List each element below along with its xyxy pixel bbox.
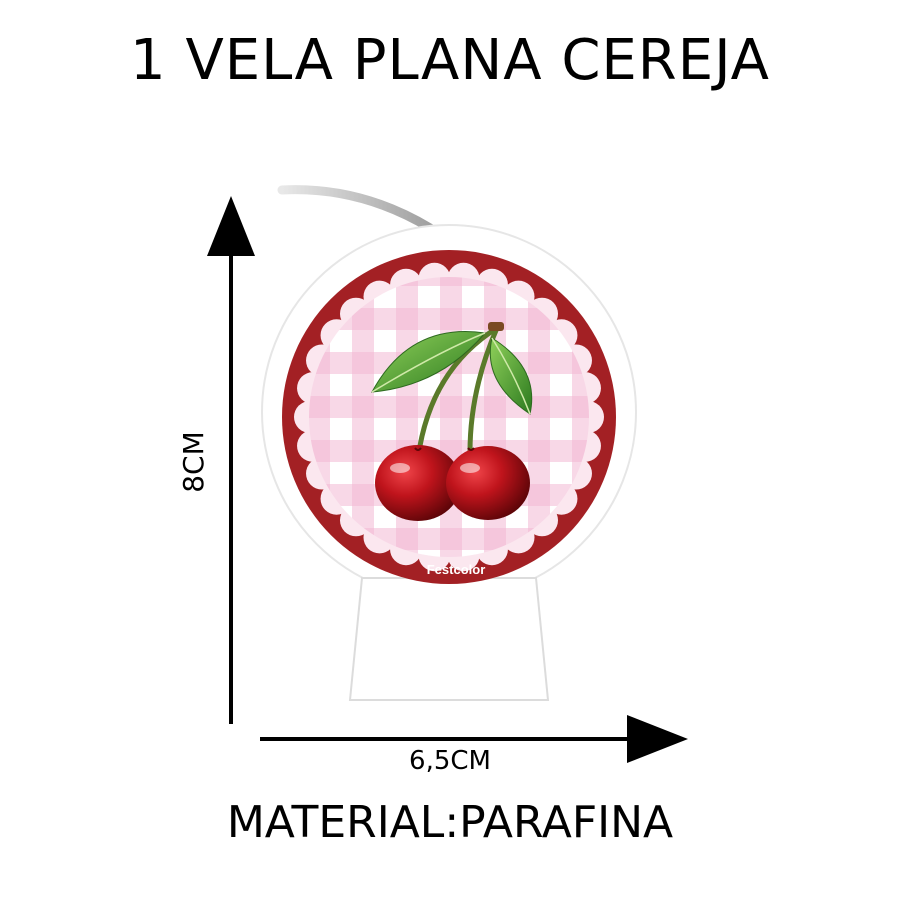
width-arrow bbox=[260, 715, 688, 763]
page-title: 1 VELA PLANA CEREJA bbox=[130, 28, 770, 93]
wick bbox=[277, 185, 435, 233]
material-label: MATERIAL:PARAFINA bbox=[226, 797, 674, 848]
height-arrow bbox=[207, 196, 255, 724]
height-dimension-label: 8CM bbox=[177, 431, 210, 493]
width-dimension-label: 6,5CM bbox=[409, 746, 491, 776]
brand-logo: Festcolor bbox=[427, 562, 486, 577]
gingham-field bbox=[309, 277, 589, 557]
candle: Festcolor bbox=[261, 185, 637, 701]
cherry-icon bbox=[371, 322, 533, 521]
candle-base bbox=[348, 577, 550, 701]
